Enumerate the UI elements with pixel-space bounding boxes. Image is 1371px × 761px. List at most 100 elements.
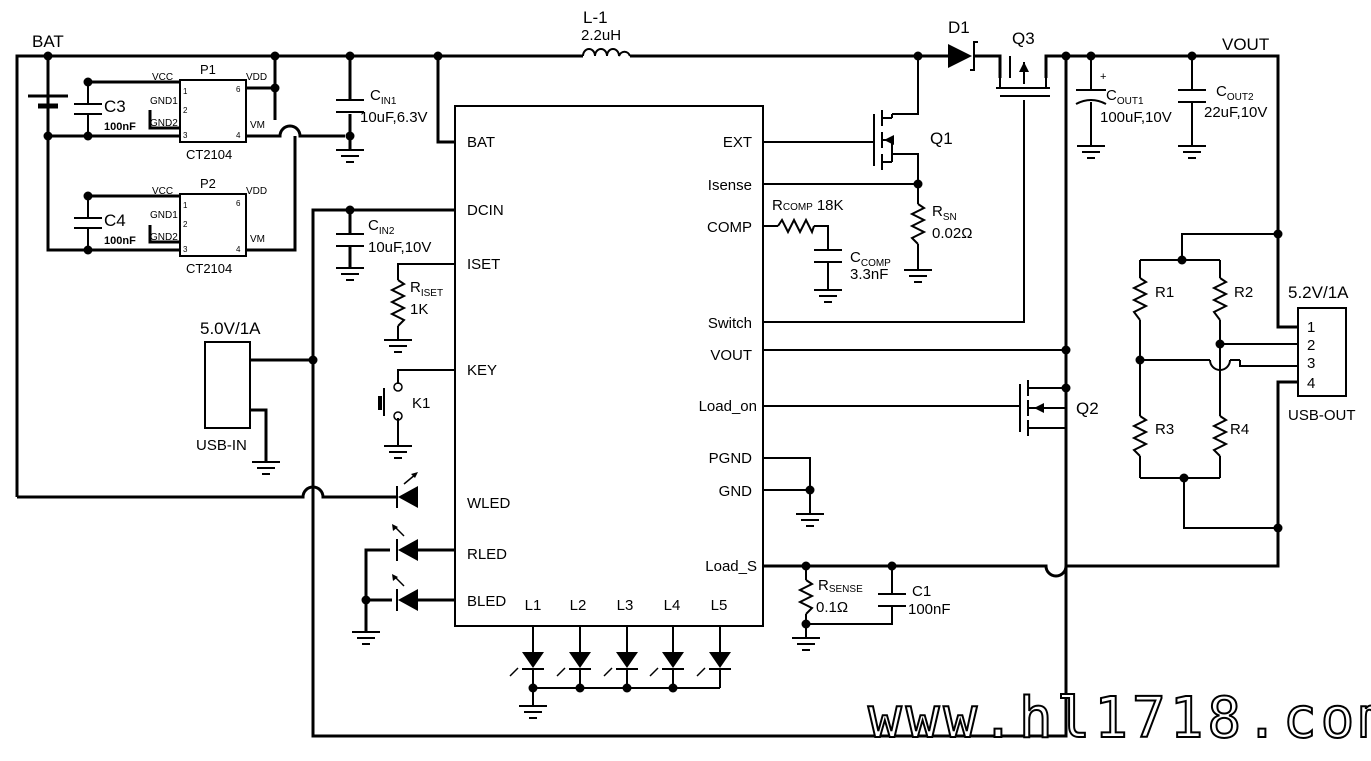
ground-icon <box>1077 145 1105 159</box>
ground-icon <box>904 269 932 283</box>
riset-value: 1K <box>410 301 428 318</box>
wires <box>15 54 1298 738</box>
pushbutton-k1 <box>378 382 403 421</box>
ground-icon <box>352 631 380 645</box>
rsn-value: 0.02Ω <box>932 225 972 242</box>
ccomp-capacitor <box>814 249 842 263</box>
mosfet-q1 <box>873 110 894 170</box>
usb-in-label: USB-IN <box>196 437 247 454</box>
p2-pin2: 2 <box>183 220 188 229</box>
indicator-leds <box>509 626 731 688</box>
p2-pin1: 1 <box>183 201 188 210</box>
riset-resistor <box>389 279 407 327</box>
p2-vdd: VDD <box>246 186 267 197</box>
p2-part: CT2104 <box>186 261 232 276</box>
mosfet-q3 <box>996 56 1050 97</box>
c4-capacitor <box>74 198 102 250</box>
ground-icon <box>519 705 547 719</box>
c3-value: 100nF <box>104 121 136 133</box>
rcomp-resistor <box>777 217 815 235</box>
rsense-value: 0.1Ω <box>816 599 848 616</box>
pin-comp: COMP <box>707 219 752 236</box>
usb-out-pin3: 3 <box>1307 355 1315 372</box>
l1-value: 2.2uH <box>581 27 621 44</box>
pin-bat: BAT <box>467 134 495 151</box>
ground-icon <box>336 149 364 163</box>
inductor-l1 <box>582 48 631 57</box>
p1-gnd1: GND1 <box>150 96 178 107</box>
c1-value: 100nF <box>908 601 951 618</box>
usb-out-connector <box>1297 307 1347 397</box>
c1-capacitor <box>878 593 906 607</box>
pin-switch: Switch <box>708 315 752 332</box>
usb-in-rating: 5.0V/1A <box>200 319 261 338</box>
cout1-plus: + <box>1100 71 1106 83</box>
ground-icon <box>384 445 412 459</box>
usb-out-label: USB-OUT <box>1288 407 1356 424</box>
pin-isense: Isense <box>708 177 752 194</box>
cin1-capacitor <box>336 99 364 113</box>
c4-label: C4 <box>104 211 126 230</box>
p2-vm: VM <box>250 234 265 245</box>
p1-protection-ic: P1 CT2104 VCC GND1 GND2 VDD VM 1 2 3 4 6 <box>150 62 267 162</box>
pin-l5: L5 <box>711 597 728 614</box>
p1-pin1: 1 <box>183 87 188 96</box>
bat-label: BAT <box>32 32 64 51</box>
pin-ext: EXT <box>723 134 752 151</box>
usb-out-pin2: 2 <box>1307 337 1315 354</box>
cin1-label: CIN1 <box>370 87 397 107</box>
rsense-label: RSENSE <box>818 577 863 595</box>
q2-label: Q2 <box>1076 399 1099 418</box>
pin-vout: VOUT <box>710 347 752 364</box>
ground-icon <box>814 289 842 303</box>
p1-vdd: VDD <box>246 72 267 83</box>
pin-iset: ISET <box>467 256 500 273</box>
p1-pin2: 2 <box>183 106 188 115</box>
pin-l3: L3 <box>617 597 634 614</box>
pin-l1: L1 <box>525 597 542 614</box>
pin-wled: WLED <box>467 495 511 512</box>
cout1-value: 100uF,10V <box>1100 109 1172 126</box>
k1-label: K1 <box>412 395 430 412</box>
pin-key: KEY <box>467 362 497 379</box>
l1-label: L-1 <box>583 8 608 27</box>
bled-diode <box>392 574 418 611</box>
pin-l4: L4 <box>664 597 681 614</box>
p2-pin4: 4 <box>236 245 241 254</box>
pin-gnd: GND <box>719 483 753 500</box>
p1-pin6: 6 <box>236 85 241 94</box>
main-ic: BAT DCIN ISET KEY WLED RLED BLED EXT Ise… <box>454 105 764 627</box>
q3-label: Q3 <box>1012 29 1035 48</box>
r4-label: R4 <box>1230 421 1249 438</box>
p1-pin3: 3 <box>183 131 188 140</box>
watermark: www.hl1718.com <box>868 686 1371 751</box>
c1-label: C1 <box>912 583 931 600</box>
usb-out-pin1: 1 <box>1307 319 1315 336</box>
pin-bled: BLED <box>467 593 506 610</box>
c3-capacitor <box>74 86 102 136</box>
p1-vcc: VCC <box>152 72 173 83</box>
c3-label: C3 <box>104 97 126 116</box>
cout2-capacitor <box>1178 89 1206 103</box>
q1-label: Q1 <box>930 129 953 148</box>
usb-out-pin4: 4 <box>1307 375 1315 392</box>
usb-out-rating: 5.2V/1A <box>1288 283 1349 302</box>
rsn-label: RSN <box>932 203 957 223</box>
ground-icon <box>252 461 280 475</box>
p1-gnd2: GND2 <box>150 118 178 129</box>
cin2-value: 10uF,10V <box>368 239 431 256</box>
riset-label: RISET <box>410 279 443 299</box>
usb-in-connector <box>204 341 251 429</box>
p1-ref: P1 <box>200 62 216 77</box>
c4-value: 100nF <box>104 235 136 247</box>
r3-resistor <box>1131 415 1149 457</box>
d1-label: D1 <box>948 18 970 37</box>
p2-gnd1: GND1 <box>150 210 178 221</box>
pin-dcin: DCIN <box>467 202 504 219</box>
diode-d1 <box>948 41 978 71</box>
cout1-capacitor <box>1075 89 1107 105</box>
pin-load-on: Load_on <box>699 398 757 415</box>
rsn-resistor <box>909 203 927 245</box>
